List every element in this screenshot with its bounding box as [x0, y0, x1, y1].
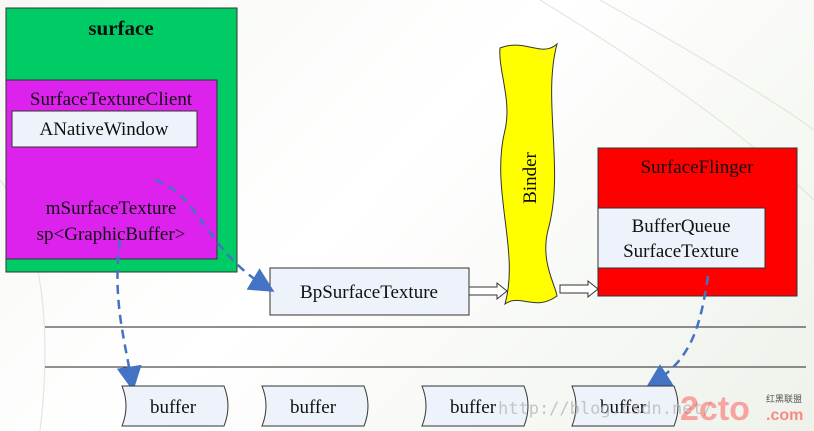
bufferqueue-label: BufferQueue — [632, 216, 731, 237]
surface-texture-client-box — [5, 79, 218, 260]
buffer-4-label: buffer — [600, 397, 647, 418]
graphicbuffer-label: sp<GraphicBuffer> — [37, 224, 186, 245]
buffer-1-label: buffer — [150, 397, 197, 418]
anativewindow-box — [11, 110, 198, 148]
binder-shape — [499, 42, 558, 306]
watermark-logo-sub: .com — [766, 407, 803, 424]
binder-to-flinger-arrow — [559, 279, 599, 299]
watermark-url: http://blog.csdn.net/ — [498, 399, 713, 419]
surface-title: surface — [88, 16, 153, 40]
watermark-logo: 2cto 红黑联盟 .com — [680, 390, 803, 428]
surfacetexture-label: SurfaceTexture — [623, 241, 739, 262]
buffer-2: buffer — [261, 385, 369, 427]
msurfacetexture-label: mSurfaceTexture — [46, 198, 177, 219]
buffer-2-label: buffer — [290, 397, 337, 418]
anativewindow-label: ANativeWindow — [39, 119, 168, 140]
bufferqueue-box — [597, 207, 766, 269]
binder-label: Binder — [520, 151, 541, 203]
flinger-to-buffer-arrow — [645, 275, 710, 389]
surface-texture-client-title: SurfaceTextureClient — [30, 89, 193, 110]
bp-to-binder-arrow — [468, 281, 508, 301]
watermark-logo-text: 2cto — [680, 390, 750, 428]
buffer-4: buffer — [571, 385, 679, 427]
client-to-bp-arrow — [154, 178, 275, 292]
buffer-1: buffer — [121, 385, 229, 427]
buffer-3: buffer — [421, 385, 529, 427]
bpsurfacetexture-label: BpSurfaceTexture — [300, 282, 438, 303]
buffer-3-label: buffer — [450, 397, 497, 418]
surfaceflinger-title: SurfaceFlinger — [641, 157, 755, 178]
watermark-logo-cn: 红黑联盟 — [766, 393, 802, 405]
client-to-buffer-arrow — [116, 239, 142, 392]
bpsurfacetexture-box — [269, 267, 470, 316]
